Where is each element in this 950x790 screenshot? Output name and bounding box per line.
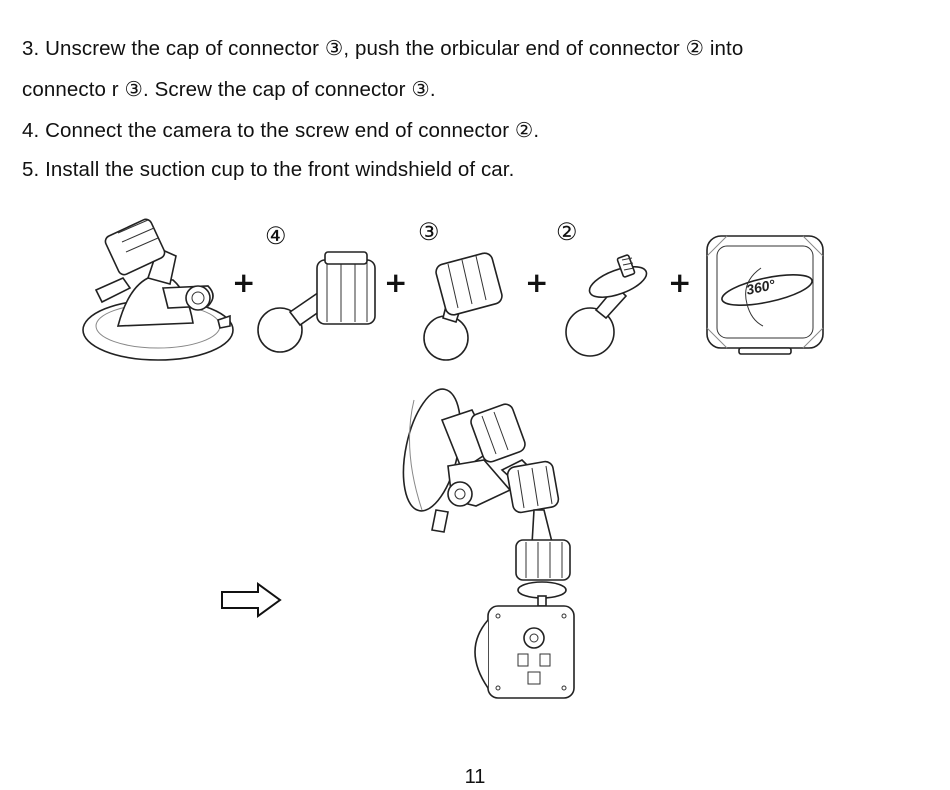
suction-mount-illustration bbox=[82, 218, 234, 361]
connector-4-illustration bbox=[257, 251, 376, 353]
camera-illustration bbox=[706, 235, 824, 355]
instruction-step-3: 3. Unscrew the cap of connector ③, push … bbox=[22, 37, 744, 60]
plus-sign-4: + bbox=[668, 266, 692, 299]
instruction-step-3-cont: connecto r ③. Screw the cap of connector… bbox=[22, 78, 436, 101]
connector-2-illustration bbox=[565, 254, 648, 357]
part-label-4: ④ bbox=[265, 222, 287, 250]
page-number: 11 bbox=[464, 766, 486, 788]
part-label-3: ③ bbox=[418, 218, 440, 246]
connector-3-illustration bbox=[423, 252, 503, 361]
plus-sign-1: + bbox=[232, 266, 256, 299]
plus-sign-3: + bbox=[525, 266, 549, 299]
instruction-step-5: 5. Install the suction cup to the front … bbox=[22, 158, 515, 181]
right-arrow-icon bbox=[221, 582, 282, 618]
assembled-mount-illustration bbox=[402, 388, 575, 699]
instruction-step-4: 4. Connect the camera to the screw end o… bbox=[22, 119, 540, 142]
plus-sign-2: + bbox=[384, 266, 408, 299]
part-label-2: ② bbox=[556, 218, 578, 246]
